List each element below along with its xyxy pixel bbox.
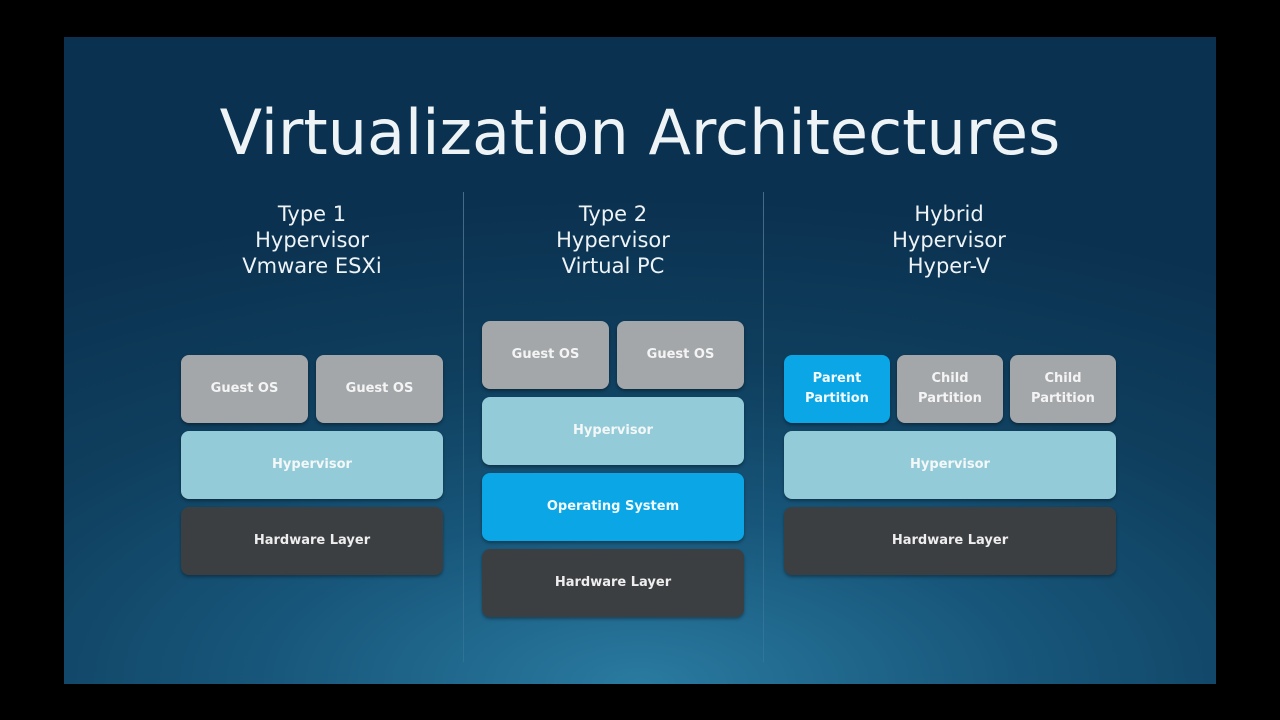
heading-line: Type 2 [578,202,648,226]
heading-line: Hyper-V [907,254,991,278]
heading-line: Hypervisor [892,228,1006,252]
column-divider [763,192,764,662]
type1-guest-os-block: Guest OS [181,355,308,423]
heading-line: Hypervisor [255,228,369,252]
heading-line: Virtual PC [561,254,665,278]
heading-line: Type 1 [277,202,347,226]
column-divider [463,192,464,662]
type2-operating-system-block: Operating System [482,473,744,541]
heading-line: Hybrid [914,202,984,226]
heading-line: Vmware ESXi [242,254,382,278]
heading-line: Hypervisor [556,228,670,252]
type2-guest-os-block: Guest OS [617,321,744,389]
hybrid-hardware-block: Hardware Layer [784,507,1116,575]
hybrid-child-partition-block: Child Partition [1010,355,1116,423]
hybrid-child-partition-block: Child Partition [897,355,1003,423]
type2-hypervisor-block: Hypervisor [482,397,744,465]
hybrid-hypervisor-block: Hypervisor [784,431,1116,499]
type2-hardware-block: Hardware Layer [482,549,744,617]
hybrid-heading: Hybrid Hypervisor Hyper-V [799,201,1099,279]
type1-hypervisor-block: Hypervisor [181,431,443,499]
type1-guest-os-block: Guest OS [316,355,443,423]
slide: Virtualization Architectures Type 1 Hype… [64,37,1216,684]
type1-hardware-block: Hardware Layer [181,507,443,575]
hybrid-parent-partition-block: Parent Partition [784,355,890,423]
type2-guest-os-block: Guest OS [482,321,609,389]
type2-heading: Type 2 Hypervisor Virtual PC [463,201,763,279]
slide-title: Virtualization Architectures [219,96,1061,169]
type1-heading: Type 1 Hypervisor Vmware ESXi [162,201,462,279]
